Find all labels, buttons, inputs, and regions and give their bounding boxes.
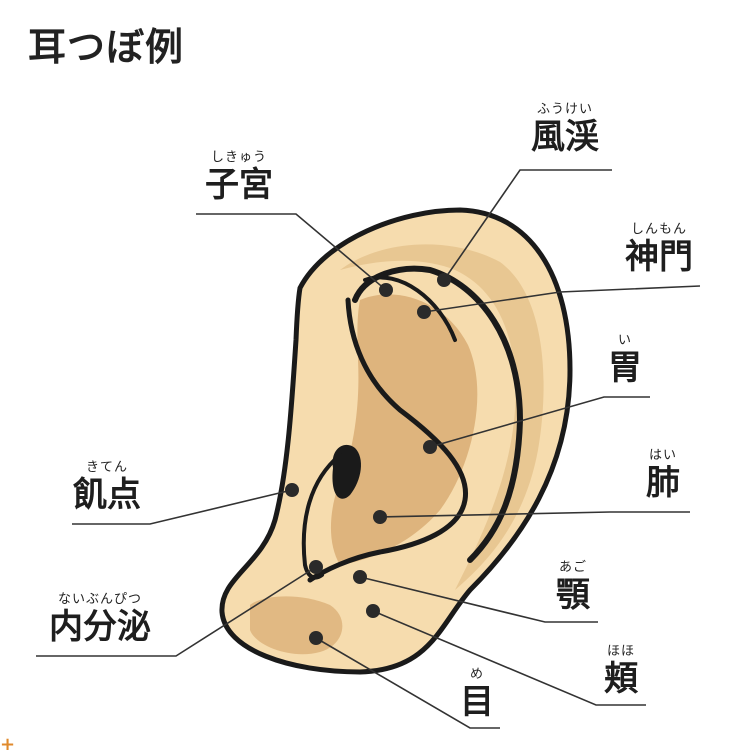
ruby-i: い bbox=[617, 333, 632, 348]
label-kiten: きてん 飢点 bbox=[64, 460, 150, 515]
kanji-naibunpitsu: 内分泌 bbox=[49, 607, 151, 647]
dot-hoho bbox=[366, 604, 380, 618]
ruby-hai: はい bbox=[648, 448, 677, 463]
leader-shikyu bbox=[196, 213, 387, 291]
ruby-shinmon: しんもん bbox=[630, 222, 687, 237]
label-shikyu: しきゅう 子宮 bbox=[194, 150, 284, 205]
ear-concha-shadow bbox=[330, 294, 478, 565]
corner-plus-mark: + bbox=[0, 734, 16, 755]
leader-kiten bbox=[72, 489, 293, 525]
label-hai: はい 肺 bbox=[638, 448, 688, 503]
ruby-ago: あご bbox=[558, 560, 587, 575]
ear-canal bbox=[332, 444, 362, 499]
ruby-hoho: ほほ bbox=[606, 644, 635, 659]
kanji-hai: 肺 bbox=[646, 463, 680, 503]
leader-shinmon bbox=[423, 285, 701, 313]
ruby-me: め bbox=[469, 667, 484, 682]
antihelix-line bbox=[307, 297, 469, 583]
dot-shikyu bbox=[379, 283, 393, 297]
leader-hai bbox=[379, 511, 690, 518]
dot-i bbox=[423, 440, 437, 454]
kanji-shinmon: 神門 bbox=[625, 237, 693, 277]
label-i: い 胃 bbox=[600, 333, 650, 388]
kanji-me: 目 bbox=[460, 682, 494, 722]
kanji-ago: 顎 bbox=[556, 575, 590, 615]
kanji-kiten: 飢点 bbox=[73, 475, 141, 515]
ruby-shikyu: しきゅう bbox=[210, 150, 267, 165]
leader-ago bbox=[359, 576, 598, 623]
leader-hoho bbox=[372, 610, 646, 706]
leader-me bbox=[315, 637, 500, 729]
dot-me bbox=[309, 631, 323, 645]
dot-ago bbox=[353, 570, 367, 584]
ruby-naibunpitsu: ないぶんぴつ bbox=[57, 592, 142, 607]
dot-fukei bbox=[437, 273, 451, 287]
helix-line bbox=[352, 265, 524, 563]
label-me: め 目 bbox=[452, 667, 502, 722]
tragus-line bbox=[301, 453, 342, 580]
kanji-shikyu: 子宮 bbox=[205, 165, 273, 205]
acupoint-dots bbox=[285, 273, 451, 645]
leader-naibunpitsu bbox=[36, 566, 317, 657]
label-fukei: ふうけい 風渓 bbox=[520, 102, 610, 157]
kanji-fukei: 風渓 bbox=[531, 117, 599, 157]
leader-lines bbox=[36, 169, 701, 729]
kanji-hoho: 頬 bbox=[604, 659, 638, 699]
label-shinmon: しんもん 神門 bbox=[614, 222, 704, 277]
dot-naibunpitsu bbox=[309, 560, 323, 574]
crus-line bbox=[363, 275, 457, 342]
kanji-i: 胃 bbox=[608, 348, 642, 388]
leader-i bbox=[429, 396, 650, 448]
dot-kiten bbox=[285, 483, 299, 497]
ruby-fukei: ふうけい bbox=[536, 102, 593, 117]
label-hoho: ほほ 頬 bbox=[596, 644, 646, 699]
dot-hai bbox=[373, 510, 387, 524]
label-naibunpitsu: ないぶんぴつ 内分泌 bbox=[34, 592, 166, 647]
ruby-kiten: きてん bbox=[85, 460, 128, 475]
leader-fukei bbox=[443, 169, 612, 281]
label-ago: あご 顎 bbox=[548, 560, 598, 615]
dot-shinmon bbox=[417, 305, 431, 319]
page-title: 耳つぼ例 bbox=[28, 25, 185, 69]
